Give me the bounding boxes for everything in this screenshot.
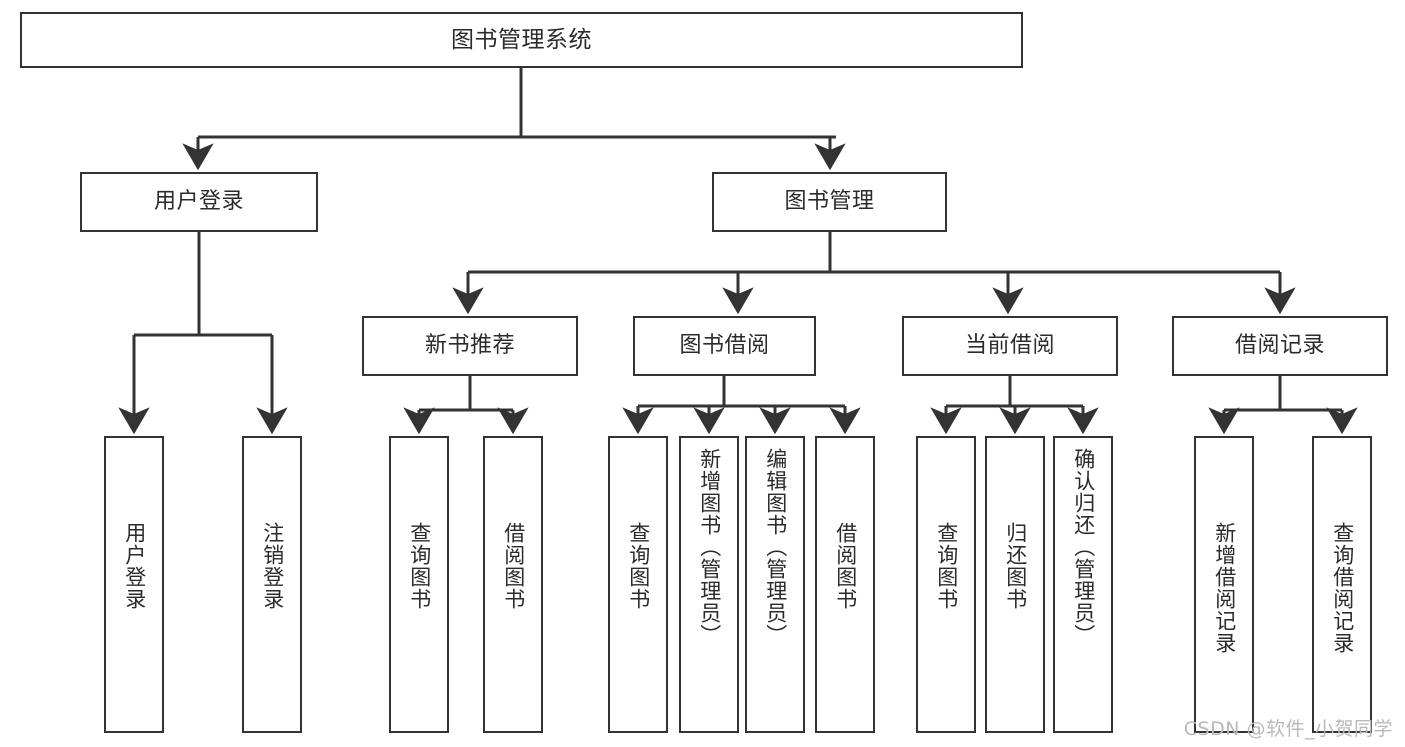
- node-label: 注销登录: [260, 522, 285, 610]
- node-label: 查询图书: [626, 522, 651, 610]
- node-label: 借阅记录: [1234, 333, 1325, 359]
- node-label: 图书借阅: [679, 333, 770, 359]
- node-label: 当前借阅: [964, 333, 1055, 359]
- node-label: 新书推荐: [424, 333, 515, 359]
- node-label: 借阅图书: [833, 522, 858, 610]
- node-label: 归还图书: [1003, 522, 1028, 610]
- node-label: 编辑图书（管理员）: [763, 448, 788, 646]
- leaf-logout[interactable]: 注销登录: [242, 436, 302, 733]
- node-label: 用户登录: [153, 189, 244, 215]
- node-borrow-records[interactable]: 借阅记录: [1172, 316, 1388, 376]
- leaf-borrow-book-recommendation[interactable]: 借阅图书: [483, 436, 543, 733]
- node-label: 用户登录: [122, 522, 147, 610]
- node-label: 查询借阅记录: [1330, 522, 1355, 654]
- node-label: 新增借阅记录: [1212, 522, 1237, 654]
- node-label: 确认归还（管理员）: [1071, 448, 1096, 646]
- leaf-query-book-current[interactable]: 查询图书: [916, 436, 976, 733]
- leaf-return-book[interactable]: 归还图书: [985, 436, 1045, 733]
- node-book-management-system[interactable]: 图书管理系统: [20, 12, 1023, 68]
- leaf-query-borrow-record[interactable]: 查询借阅记录: [1312, 436, 1372, 733]
- node-label: 图书管理系统: [451, 26, 592, 53]
- leaf-lend-book[interactable]: 借阅图书: [815, 436, 875, 733]
- leaf-query-book-recommendation[interactable]: 查询图书: [389, 436, 449, 733]
- node-current-borrowing[interactable]: 当前借阅: [902, 316, 1118, 376]
- leaf-add-borrow-record[interactable]: 新增借阅记录: [1194, 436, 1254, 733]
- leaf-add-book-admin[interactable]: 新增图书（管理员）: [679, 436, 739, 733]
- node-label: 图书管理: [784, 189, 875, 215]
- leaf-query-book-borrowing[interactable]: 查询图书: [608, 436, 668, 733]
- node-label: 借阅图书: [501, 522, 526, 610]
- leaf-confirm-return-admin[interactable]: 确认归还（管理员）: [1053, 436, 1113, 733]
- node-book-management[interactable]: 图书管理: [712, 172, 947, 232]
- leaf-edit-book-admin[interactable]: 编辑图书（管理员）: [745, 436, 805, 733]
- node-label: 查询图书: [407, 522, 432, 610]
- node-label: 新增图书（管理员）: [697, 448, 722, 646]
- node-new-book-recommendation[interactable]: 新书推荐: [362, 316, 578, 376]
- node-book-borrowing[interactable]: 图书借阅: [633, 316, 816, 376]
- node-label: 查询图书: [934, 522, 959, 610]
- node-user-login[interactable]: 用户登录: [80, 172, 318, 232]
- leaf-user-login[interactable]: 用户登录: [104, 436, 164, 733]
